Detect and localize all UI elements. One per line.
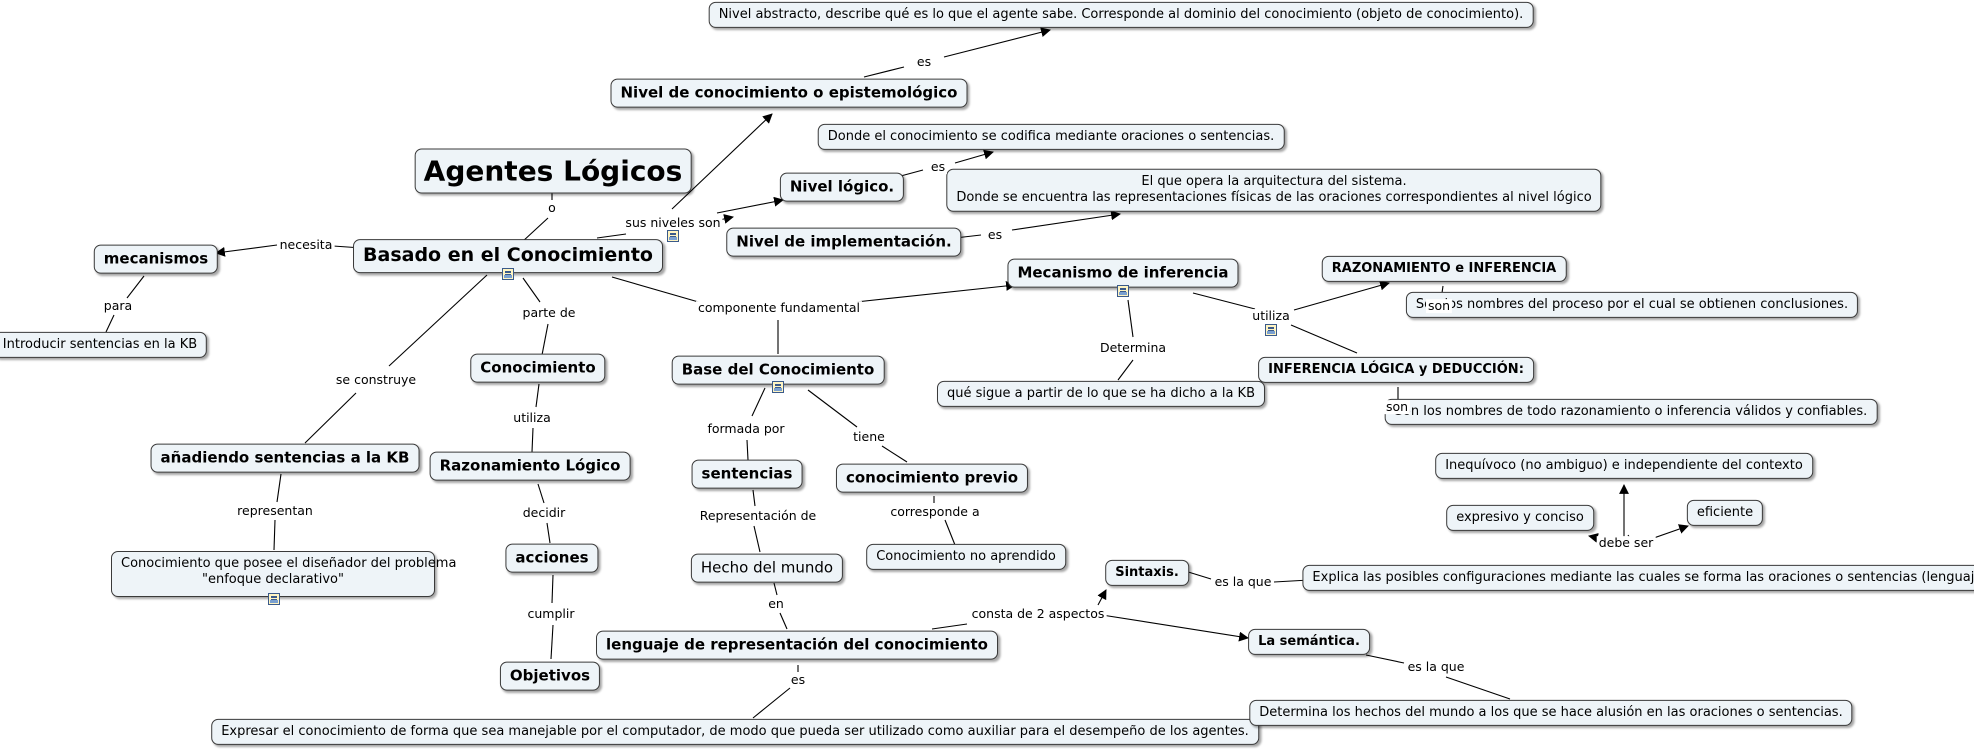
node-nivel-implementacion[interactable]: Nivel de implementación.	[726, 227, 962, 257]
node-lenguaje-representacion[interactable]: lenguaje de representación del conocimie…	[596, 630, 998, 660]
node-sintaxis[interactable]: Sintaxis.	[1105, 559, 1189, 587]
node-son-nombres-proceso[interactable]: Son los nombres del proceso por el cual …	[1405, 291, 1859, 319]
node-determina-hechos[interactable]: Determina los hechos del mundo a los que…	[1249, 699, 1853, 727]
node-inequivoco[interactable]: Inequívoco (no ambiguo) e independiente …	[1435, 452, 1813, 480]
node-arquitectura-line-1: El que opera la arquitectura del sistema…	[1141, 173, 1407, 189]
link-representan: representan	[235, 503, 315, 519]
node-nivel-abstracto[interactable]: Nivel abstracto, describe qué es lo que …	[708, 1, 1534, 29]
node-eficiente[interactable]: eficiente	[1686, 499, 1764, 527]
node-base-conocimiento[interactable]: Base del Conocimiento	[671, 355, 885, 385]
node-basado-conocimiento[interactable]: Basado en el Conocimiento	[353, 239, 663, 273]
node-no-aprendido[interactable]: Conocimiento no aprendido	[866, 543, 1066, 571]
resource-icon[interactable]	[772, 381, 784, 393]
node-disenador-line-2: "enfoque declarativo"	[202, 572, 344, 588]
link-consta-aspectos: consta de 2 aspectos	[969, 606, 1107, 622]
node-donde-codifica[interactable]: Donde el conocimiento se codifica median…	[817, 123, 1285, 151]
node-mecanismos[interactable]: mecanismos	[93, 244, 219, 274]
resource-icon[interactable]	[1265, 324, 1277, 336]
node-razonamiento-logico[interactable]: Razonamiento Lógico	[429, 451, 631, 481]
node-expresar[interactable]: Expresar el conocimiento de forma que se…	[211, 718, 1259, 746]
link-componente-fundamental: componente fundamental	[695, 300, 863, 316]
link-en: en	[766, 596, 786, 612]
node-semantica[interactable]: La semántica.	[1248, 628, 1370, 656]
link-es-codifica: es	[928, 159, 948, 175]
resource-icon[interactable]	[502, 268, 514, 280]
link-es-la-que-semantica: es la que	[1405, 659, 1467, 675]
node-arquitectura[interactable]: El que opera la arquitectura del sistema…	[946, 168, 1602, 212]
node-explica[interactable]: Explica las posibles configuraciones med…	[1302, 564, 1974, 592]
link-cumplir: cumplir	[525, 606, 577, 622]
resource-icon[interactable]	[268, 593, 280, 605]
node-disenador-line-1: Conocimiento que posee el diseñador del …	[121, 556, 457, 571]
link-es-arquitectura: es	[985, 227, 1005, 243]
link-tiene: tiene	[851, 429, 887, 445]
node-son-nombres-todo[interactable]: Son los nombres de todo razonamiento o i…	[1384, 398, 1878, 426]
link-corresponde-a: corresponde a	[888, 504, 982, 520]
link-es-expresar: es	[788, 672, 808, 688]
link-necesita: necesita	[277, 237, 335, 253]
node-razonamiento-inferencia[interactable]: RAZONAMIENTO e INFERENCIA	[1321, 255, 1567, 283]
node-conocimiento-previo[interactable]: conocimiento previo	[835, 463, 1029, 493]
link-son-proceso: son	[1425, 298, 1453, 314]
link-representacion-de: Representación de	[697, 508, 819, 524]
node-que-sigue[interactable]: qué sigue a partir de lo que se ha dicho…	[936, 380, 1266, 408]
link-decidir: decidir	[520, 505, 568, 521]
node-arquitectura-line-2: Donde se encuentra las representaciones …	[956, 190, 1592, 205]
resource-icon[interactable]	[667, 230, 679, 242]
link-se-construye: se construye	[333, 372, 419, 388]
link-son-todo: son	[1383, 399, 1411, 415]
node-inferencia-logica[interactable]: INFERENCIA LÓGICA y DEDUCCIÓN:	[1258, 356, 1534, 384]
node-conocimiento[interactable]: Conocimiento	[470, 353, 606, 383]
node-anadiendo-sentencias[interactable]: añadiendo sentencias a la KB	[150, 443, 420, 473]
node-introducir-sentencias[interactable]: Introducir sentencias en la KB	[0, 331, 208, 359]
link-sus-niveles: sus niveles son	[623, 215, 723, 231]
link-parte-de: parte de	[520, 305, 578, 321]
node-nivel-epistemologico[interactable]: Nivel de conocimiento o epistemológico	[610, 78, 968, 108]
link-o: o	[546, 200, 558, 216]
link-formada-por: formada por	[705, 421, 787, 437]
node-hecho-mundo[interactable]: Hecho del mundo	[690, 553, 844, 583]
node-objetivos[interactable]: Objetivos	[499, 661, 601, 691]
node-mecanismo-inferencia[interactable]: Mecanismo de inferencia	[1007, 258, 1239, 288]
map-title: Agentes Lógicos	[414, 148, 692, 194]
node-expresivo[interactable]: expresivo y conciso	[1446, 504, 1594, 532]
resource-icon[interactable]	[1117, 285, 1129, 297]
node-nivel-logico[interactable]: Nivel lógico.	[779, 172, 905, 202]
link-es-abstracto: es	[914, 54, 934, 70]
link-para: para	[101, 298, 135, 314]
link-es-la-que-sintaxis: es la que	[1212, 574, 1274, 590]
link-debe-ser: debe ser	[1596, 535, 1656, 551]
link-determina: Determina	[1097, 340, 1169, 356]
node-acciones[interactable]: acciones	[505, 543, 599, 573]
node-sentencias[interactable]: sentencias	[691, 459, 803, 489]
link-utiliza-razonamiento: utiliza	[511, 410, 553, 426]
link-utiliza-inferencia: utiliza	[1250, 308, 1292, 324]
node-conocimiento-disenador[interactable]: Conocimiento que posee el diseñador del …	[111, 551, 457, 597]
